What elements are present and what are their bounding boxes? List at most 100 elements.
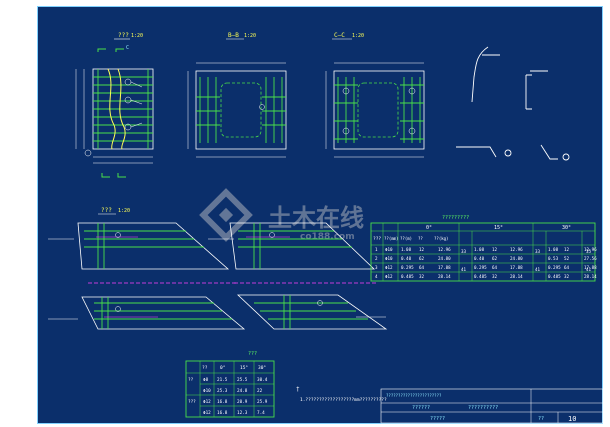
qty-cell: 27.56 xyxy=(584,256,597,261)
section-marker-top xyxy=(97,48,124,52)
qty-cell: 3 xyxy=(375,265,378,270)
qty-subheader-2: ??(m) xyxy=(400,236,412,241)
quantity-table-title: ????????? xyxy=(442,215,469,221)
qty-cell: 17.88 xyxy=(584,265,597,270)
plan-view: ??? 1:20 C xyxy=(75,32,154,178)
note-mark: † xyxy=(296,386,300,393)
drawing-canvas: 土木在线 co188.com ??? 1:20 C xyxy=(48,32,604,424)
qty-total-cell: 41 xyxy=(461,267,467,272)
title-block-drawing-title: ????? xyxy=(430,416,445,422)
qty-cell: 1.08 xyxy=(548,247,559,252)
small-table-cell: ?? xyxy=(188,377,194,383)
qty-cell: 1 xyxy=(375,247,378,252)
small-table-cell: 30.4 xyxy=(257,377,268,383)
qty-cell: 12.96 xyxy=(584,247,597,252)
qty-subheader-4: ??(kg) xyxy=(434,236,448,241)
small-table-cell: Φ10 xyxy=(203,388,211,394)
qty-cell: 17.88 xyxy=(438,265,451,270)
qty-cell: 24.80 xyxy=(510,256,523,261)
small-table-cell: 7.4 xyxy=(257,410,265,416)
qty-subheader-1: ??(mm) xyxy=(384,236,398,241)
plan-rebar xyxy=(93,69,153,149)
marker-c-top: C xyxy=(126,45,129,51)
drawing-sheet: 土木在线 co188.com ??? 1:20 C xyxy=(37,6,604,424)
small-table-cell: 25.9 xyxy=(257,399,268,405)
small-table-cell: 16.8 xyxy=(217,399,228,405)
watermark: 土木在线 co188.com xyxy=(199,188,364,242)
qty-cell: 12 xyxy=(492,247,498,252)
small-table-cell: 16.8 xyxy=(217,410,228,416)
skew-scale: 1:20 xyxy=(118,208,130,214)
section-b-scale: 1:20 xyxy=(244,33,256,39)
small-table-cell: Φ8 xyxy=(203,377,209,383)
qty-cell: 0.295 xyxy=(401,265,414,270)
section-c-title: C—C xyxy=(334,32,345,39)
small-table-title: ??? xyxy=(248,351,257,357)
qty-cell: 32 xyxy=(419,274,425,279)
qty-cell: 0.295 xyxy=(548,265,561,270)
small-table-header-cell: ?? xyxy=(202,365,208,371)
quantity-table: ????????? 0° 15° 30° ??? ??(mm) ??(m) ??… xyxy=(370,215,597,282)
title-block-sheet-label: ?? xyxy=(538,416,544,422)
section-b-rebar xyxy=(196,77,286,143)
qty-total-cell: 35 xyxy=(586,249,592,254)
qty-cell: 0.40 xyxy=(401,256,412,261)
rebar-details xyxy=(456,46,570,161)
title-block: ??????????????????????? ?????? ?????????… xyxy=(380,388,604,424)
small-table-cell: 21.5 xyxy=(217,377,228,383)
skew-view: ??? 1:20 xyxy=(48,207,388,330)
section-c-rebar xyxy=(334,77,424,143)
section-b-title: B—B xyxy=(228,32,239,39)
qty-total-cell: 41 xyxy=(586,267,592,272)
small-table-cell: 22 xyxy=(257,388,263,394)
small-table-cell: 24.8 xyxy=(237,388,248,394)
qty-total-cell: 41 xyxy=(535,267,541,272)
qty-cell: 32 xyxy=(492,274,498,279)
qty-cell: 17.88 xyxy=(510,265,523,270)
title-block-name-2: ?????????? xyxy=(468,405,498,411)
note-text: 1.??????????????????mm?????????? xyxy=(300,397,387,403)
small-table-cell: ??? xyxy=(188,399,196,405)
drawing-note: † 1.??????????????????mm?????????? xyxy=(296,386,387,403)
qty-total-cell: 33 xyxy=(535,249,541,254)
qty-cell: 62 xyxy=(419,256,425,261)
qty-cell: 28.14 xyxy=(510,274,523,279)
small-table-header-cell: 30° xyxy=(258,365,266,371)
qty-cell: 62 xyxy=(492,256,498,261)
qty-cell: 1.08 xyxy=(474,247,485,252)
small-table-header-cell: 0° xyxy=(220,365,226,371)
qty-subheader-0: ??? xyxy=(373,236,381,242)
small-table-cell: 25.5 xyxy=(237,377,248,383)
small-table-cell: 12.3 xyxy=(237,410,248,416)
small-table-cell: Φ12 xyxy=(203,399,211,405)
qty-cell: 12.96 xyxy=(438,247,451,252)
qty-cell: 64 xyxy=(492,265,498,270)
title-block-sheet-no: 10 xyxy=(568,415,576,423)
qty-total-cell: 33 xyxy=(461,249,467,254)
qty-cell: 0.40 xyxy=(474,256,485,261)
qty-header-0: 0° xyxy=(426,225,432,231)
qty-cell: 2 xyxy=(375,256,378,261)
qty-cell: 24.80 xyxy=(438,256,451,261)
qty-cell: 32 xyxy=(564,274,570,279)
qty-cell: Φ12 xyxy=(385,265,393,270)
qty-cell: 4 xyxy=(375,274,378,279)
qty-cell: 0.485 xyxy=(548,274,561,279)
qty-cell: 12.96 xyxy=(510,247,523,252)
qty-cell: 28.14 xyxy=(584,274,597,279)
section-c-view: C—C 1:20 xyxy=(325,32,425,158)
qty-cell: 0.53 xyxy=(548,256,559,261)
watermark-main: 土木在线 xyxy=(268,204,364,232)
qty-cell: 1.08 xyxy=(401,247,412,252)
qty-cell: 28.14 xyxy=(438,274,451,279)
qty-cell: Φ12 xyxy=(385,274,393,279)
qty-cell: 52 xyxy=(564,256,570,261)
title-block-name-1: ?????? xyxy=(412,405,430,411)
qty-cell: 64 xyxy=(419,265,425,270)
qty-cell: Φ10 xyxy=(385,247,393,252)
plan-scale: 1:20 xyxy=(131,33,143,39)
small-table-cell: 20.9 xyxy=(237,399,248,405)
